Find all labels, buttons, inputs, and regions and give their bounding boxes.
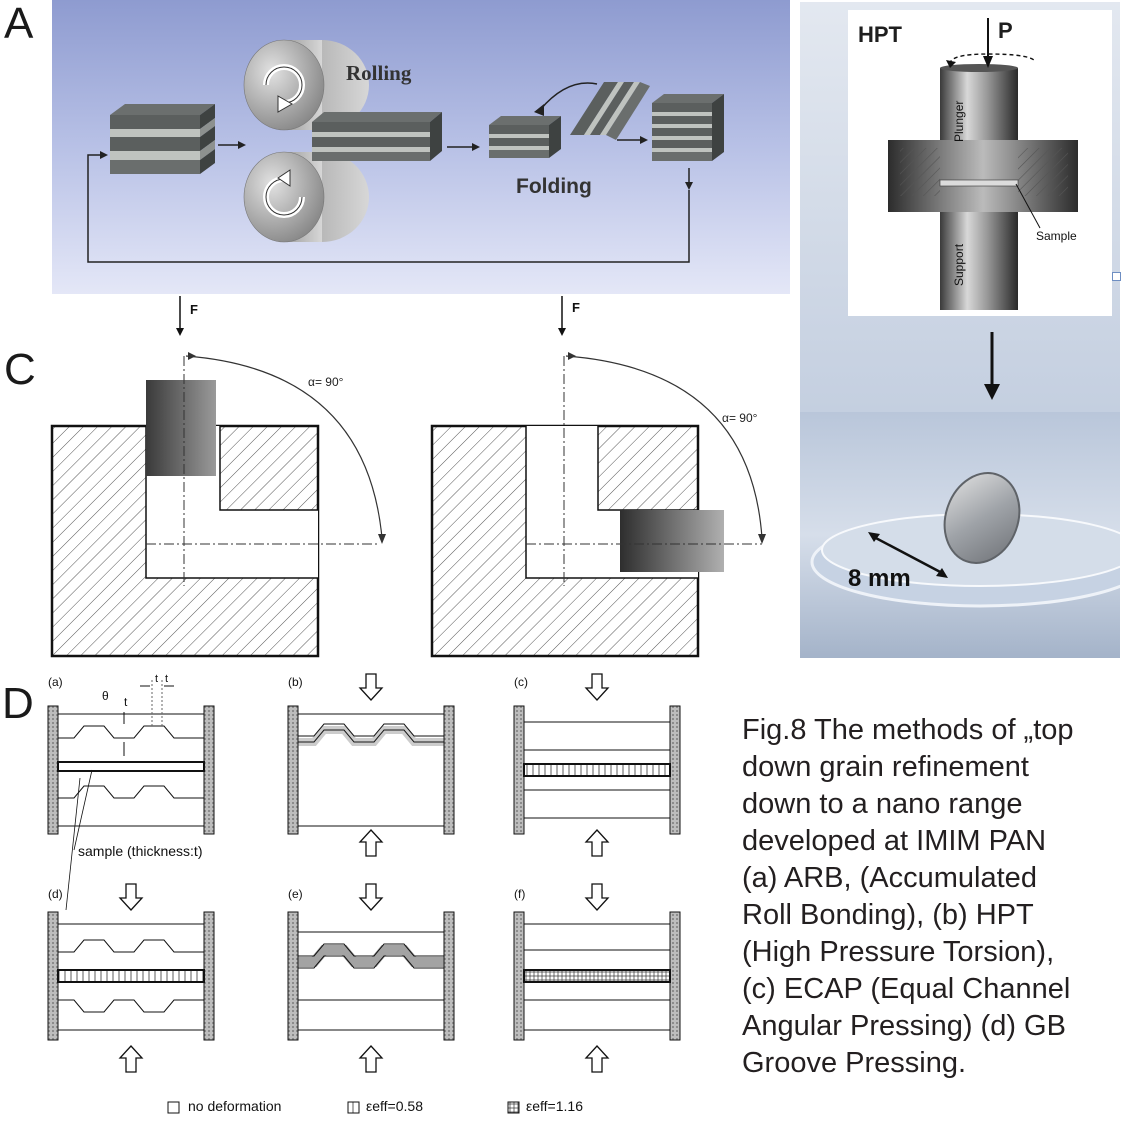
groove-step-c: (c) [513,673,681,857]
plunger-label: Plunger [952,101,966,142]
caption-line-4: developed at IMIM PAN [742,825,1047,857]
sub-label-d: (d) [48,887,63,901]
ecap-angle-right: α= 90° [722,411,758,425]
groove-step-d: (d) [47,883,215,1073]
fold-piece-flat [489,116,561,158]
ecap-force-right: F [572,300,580,315]
rolling-label: Rolling [346,61,412,85]
panel-letter-d: D [2,679,34,728]
caption-line-9: Angular Pressing) (d) GB [742,1010,1066,1042]
sample-thickness-note: sample (thickness:t) [78,843,202,859]
force-p-label: P [998,18,1013,43]
hpt-diagram: HPT P Plunger Support Sample 8 mm [800,2,1120,658]
groove-step-b: (b) [287,673,455,857]
fold-piece-tilted [570,82,650,140]
stack-initial [110,104,215,174]
legend-eff-116: εeff=1.16 [526,1098,583,1114]
groove-step-f: (f) [513,883,681,1073]
caption-line-6: Roll Bonding), (b) HPT [742,899,1034,931]
t-label-3: t [165,673,168,685]
resize-handle [1112,272,1121,281]
sub-label-b: (b) [288,675,303,689]
stack-final [652,94,724,161]
upper-roll [243,39,369,131]
legend-no-deformation: no deformation [188,1098,281,1114]
arb-diagram: Rolling Folding [52,0,790,294]
legend-eff-058: εeff=0.58 [366,1098,423,1114]
panel-letter-c: C [4,345,36,394]
groove-step-a: (a) θ t t t sample (thickness:t) [47,673,215,911]
sub-label-f: (f) [514,887,525,901]
lower-roll [243,151,369,243]
caption-line-3: down to a nano range [742,788,1023,820]
hpt-title: HPT [858,22,903,47]
groove-step-e: (e) [287,883,455,1073]
caption-line-8: (c) ECAP (Equal Channel [742,973,1071,1005]
caption-line-2: down grain refinement [742,751,1029,783]
ecap-angle-left: α= 90° [308,375,344,389]
caption-line-5: (a) ARB, (Accumulated [742,862,1037,894]
t-label-2: t [155,673,158,685]
sub-label-a: (a) [48,675,63,689]
support-label: Support [952,243,966,286]
panel-letter-a: A [4,0,34,48]
figure-caption: Fig.8 The methods of „top down grain ref… [742,712,1126,1082]
folding-label: Folding [516,175,592,198]
ecap-diagram: F α= 90° F α= 90° [50,296,766,658]
t-label-1: t [124,695,128,709]
ecap-force-left: F [190,302,198,317]
groove-legend: no deformation εeff=0.58 εeff=1.16 [167,1098,583,1114]
caption-line-1: Fig.8 The methods of „top [742,714,1074,746]
theta-label: θ [102,689,109,703]
dimension-label: 8 mm [848,565,911,592]
caption-line-10: Groove Pressing. [742,1047,967,1079]
rolled-sheet [312,112,442,161]
ecap-die-right: F α= 90° [430,296,766,658]
sub-label-e: (e) [288,887,303,901]
caption-line-7: (High Pressure Torsion), [742,936,1055,968]
ecap-die-left: F α= 90° [50,296,386,658]
groove-diagram: (a) θ t t t sample (thickness:t) (b) (c) [47,673,681,1114]
sample-label: Sample [1036,229,1077,243]
sub-label-c: (c) [514,675,528,689]
